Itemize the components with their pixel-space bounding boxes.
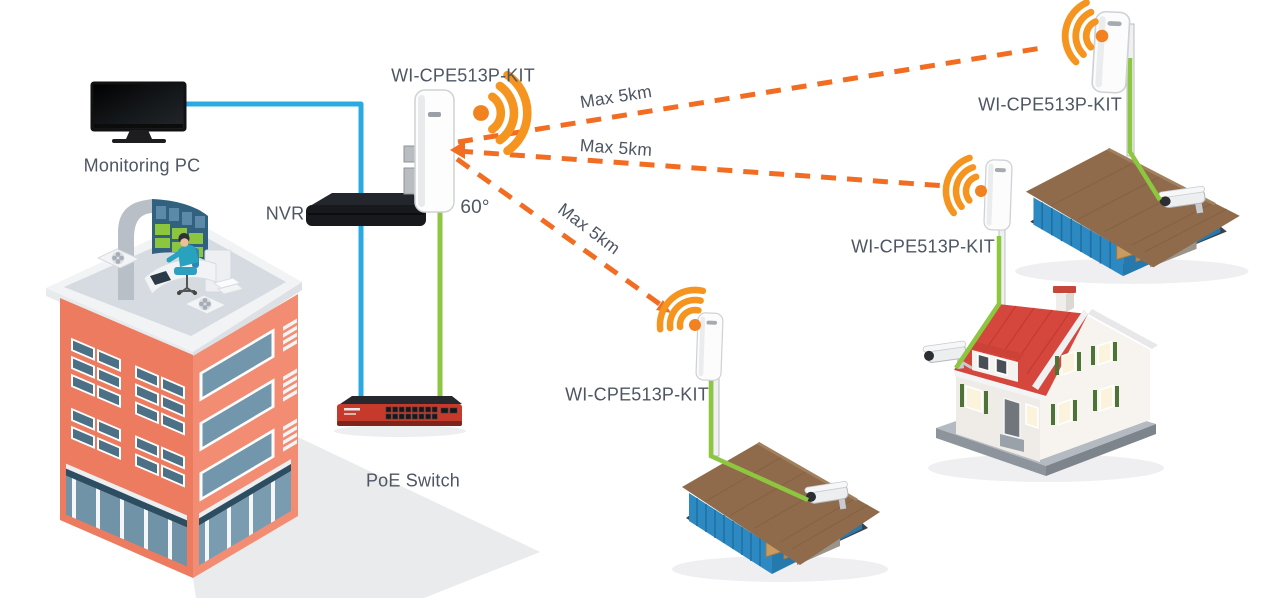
central-ap-label: WI-CPE513P-KIT — [391, 65, 535, 86]
roof-ac-unit — [96, 248, 141, 269]
building-right-windows — [199, 318, 297, 566]
building-left-windows — [66, 337, 187, 567]
remote-site-top-right — [1015, 0, 1248, 284]
wireless-link-middle — [457, 148, 947, 189]
barn-illustration — [1015, 149, 1248, 284]
monitoring-pc-label: Monitoring PC — [83, 155, 201, 176]
switch-ports — [385, 406, 458, 420]
house-illustration — [928, 286, 1164, 482]
poe-switch-label: PoE Switch — [365, 470, 461, 491]
cpe-label-bottom: WI-CPE513P-KIT — [565, 384, 709, 405]
nvr-label: NVR — [265, 203, 305, 224]
poe-switch-device — [334, 396, 466, 437]
beam-angle-label: 60° — [460, 197, 490, 218]
wireless-link-top — [457, 44, 1049, 145]
roof-ac-unit-2 — [183, 294, 228, 315]
central-ap-device — [403, 89, 455, 213]
office-building-illustration — [46, 199, 302, 578]
poe-cable-bottom — [708, 378, 809, 503]
remote-site-middle-right — [922, 154, 1164, 482]
operator-person — [166, 233, 199, 295]
cpe-label-middle-right: WI-CPE513P-KIT — [851, 236, 995, 257]
laptop — [150, 271, 171, 285]
cpe-label-top-right: WI-CPE513P-KIT — [978, 94, 1122, 115]
wireless-link-lines — [455, 44, 1049, 313]
cpe-device-middle-right — [983, 158, 1013, 232]
remote-site-bottom — [650, 280, 888, 582]
monitoring-pc-illustration — [90, 81, 187, 143]
rooftop-control-room — [96, 199, 245, 315]
poe-cable-middle-right — [954, 236, 1002, 370]
wireless-link-bottom — [455, 156, 670, 313]
lan-cable-monitor-to-nvr — [183, 101, 364, 198]
nvr-device — [306, 193, 426, 226]
link-arrowhead-origin — [450, 141, 465, 159]
control-desk — [143, 259, 217, 295]
shed-illustration — [672, 443, 888, 582]
poe-cable-top-right — [1127, 58, 1162, 202]
